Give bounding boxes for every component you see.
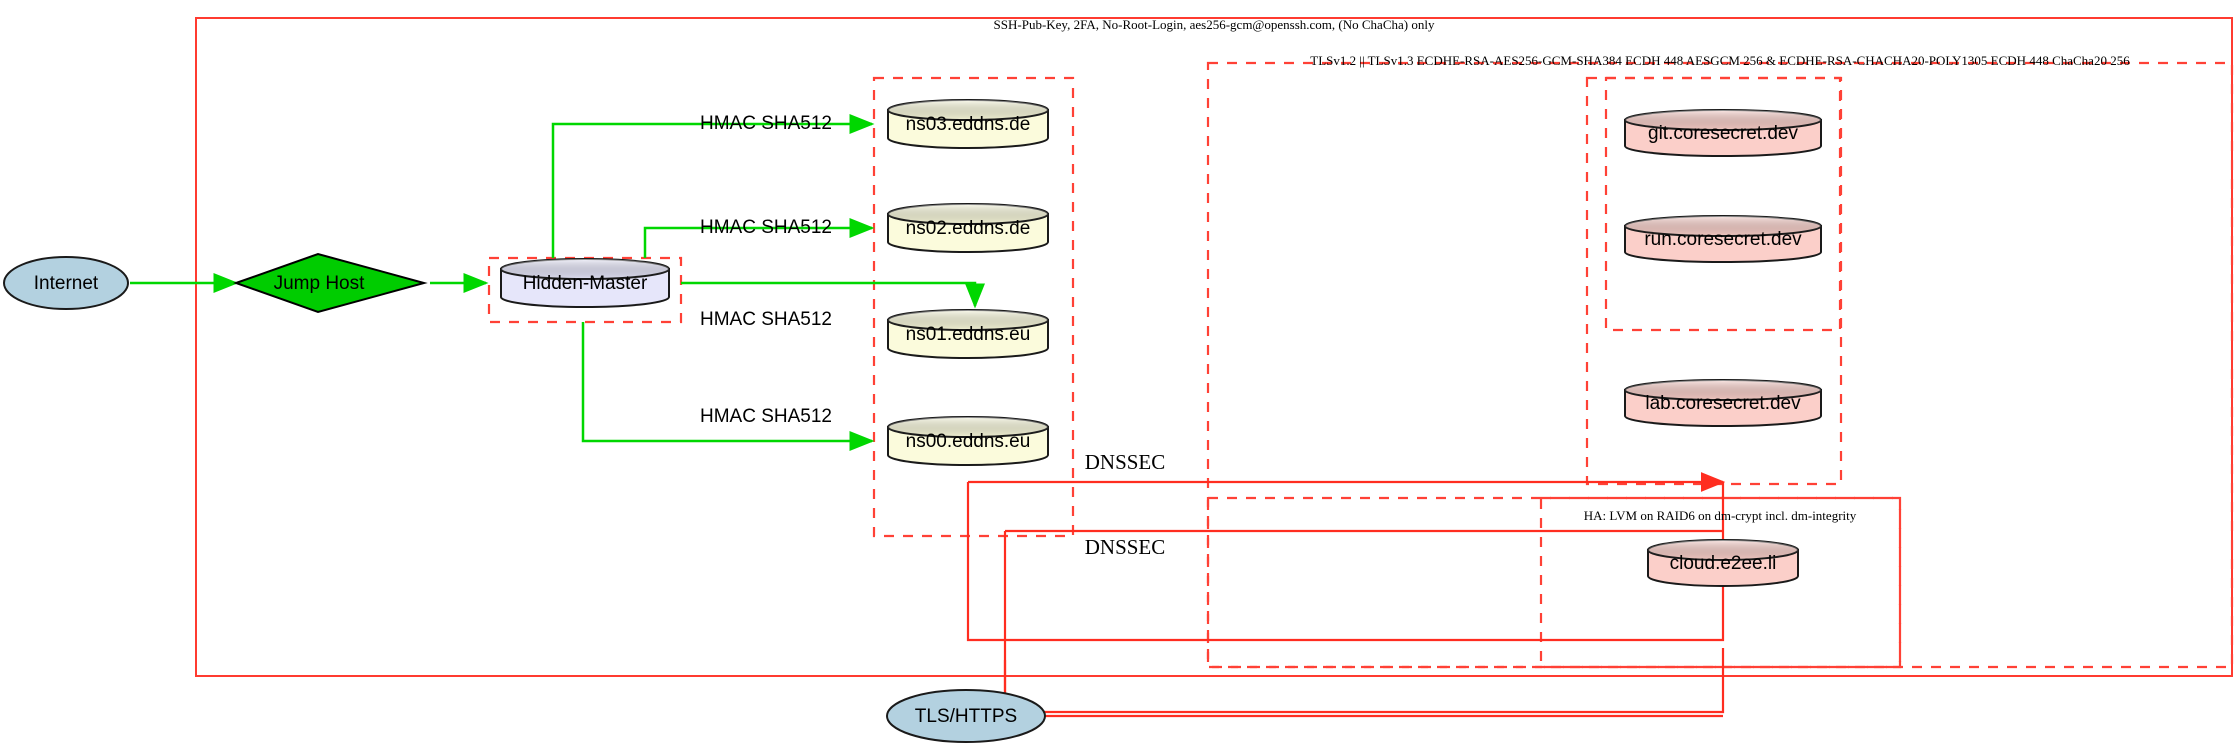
node-ns03[interactable]: ns03.eddns.de bbox=[887, 99, 1049, 149]
edge-label-dnssec-lower: DNSSEC bbox=[1085, 535, 1166, 559]
node-hidden-master-label: Hidden-Master bbox=[523, 273, 648, 294]
node-ns03-label: ns03.eddns.de bbox=[906, 114, 1031, 135]
node-ns00[interactable]: ns00.eddns.eu bbox=[887, 416, 1049, 466]
node-internet[interactable]: Internet bbox=[3, 256, 129, 310]
node-jump-host-label: Jump Host bbox=[274, 273, 366, 294]
node-cloud-e2ee[interactable]: cloud.e2ee.li bbox=[1647, 539, 1799, 587]
ha-inner-boundary-box bbox=[1539, 496, 1902, 669]
node-lab-coresecret[interactable]: lab.coresecret.dev bbox=[1624, 379, 1822, 427]
node-run-coresecret[interactable]: run.coresecret.dev bbox=[1624, 215, 1822, 263]
dns-zone-boundary-box bbox=[872, 76, 1075, 538]
dnssec-route-lower bbox=[1003, 531, 1725, 714]
ssh-boundary-box bbox=[195, 17, 2233, 677]
node-cloud-e2ee-label: cloud.e2ee.li bbox=[1670, 553, 1777, 574]
edge-hiddenmaster-to-ns02 bbox=[643, 218, 875, 258]
edge-label-hmac-ns01: HMAC SHA512 bbox=[700, 309, 832, 330]
node-ns01-label: ns01.eddns.eu bbox=[906, 324, 1031, 345]
node-ns00-label: ns00.eddns.eu bbox=[906, 431, 1031, 452]
node-tls-https-label: TLS/HTTPS bbox=[915, 706, 1017, 727]
edge-label-hmac-ns02: HMAC SHA512 bbox=[700, 217, 832, 238]
ha-boundary-box bbox=[1206, 496, 1902, 669]
node-ns01[interactable]: ns01.eddns.eu bbox=[887, 309, 1049, 359]
node-tls-https[interactable]: TLS/HTTPS bbox=[886, 689, 1046, 743]
node-ns02-label: ns02.eddns.de bbox=[906, 218, 1031, 239]
node-lab-coresecret-label: lab.coresecret.dev bbox=[1645, 393, 1801, 414]
node-git-coresecret[interactable]: git.coresecret.dev bbox=[1624, 109, 1822, 157]
dnssec-route-upper bbox=[966, 482, 1725, 642]
node-ns02[interactable]: ns02.eddns.de bbox=[887, 203, 1049, 253]
edge-hiddenmaster-to-ns01 bbox=[681, 281, 985, 309]
node-hidden-master[interactable]: Hidden-Master bbox=[500, 258, 670, 308]
edge-label-hmac-ns00: HMAC SHA512 bbox=[700, 406, 832, 427]
tls-policy-label: TLSv1.2 || TLSv1.3 ECDHE-RSA-AES256-GCM-… bbox=[1310, 53, 2130, 68]
node-run-coresecret-label: run.coresecret.dev bbox=[1644, 229, 1802, 250]
node-git-coresecret-label: git.coresecret.dev bbox=[1648, 123, 1798, 144]
edge-label-dnssec-upper: DNSSEC bbox=[1085, 450, 1166, 474]
node-internet-label: Internet bbox=[34, 273, 99, 294]
node-jump-host[interactable]: Jump Host bbox=[233, 252, 428, 314]
edge-hiddenmaster-to-ns03 bbox=[551, 114, 875, 258]
ha-policy-label: HA: LVM on RAID6 on dm-crypt incl. dm-in… bbox=[1584, 508, 1857, 523]
edge-label-hmac-ns03: HMAC SHA512 bbox=[700, 113, 832, 134]
tls-policy-boundary-box bbox=[1206, 61, 2234, 669]
edge-hiddenmaster-to-ns00 bbox=[581, 322, 875, 451]
ssh-policy-label: SSH-Pub-Key, 2FA, No-Root-Login, aes256-… bbox=[994, 17, 1435, 32]
